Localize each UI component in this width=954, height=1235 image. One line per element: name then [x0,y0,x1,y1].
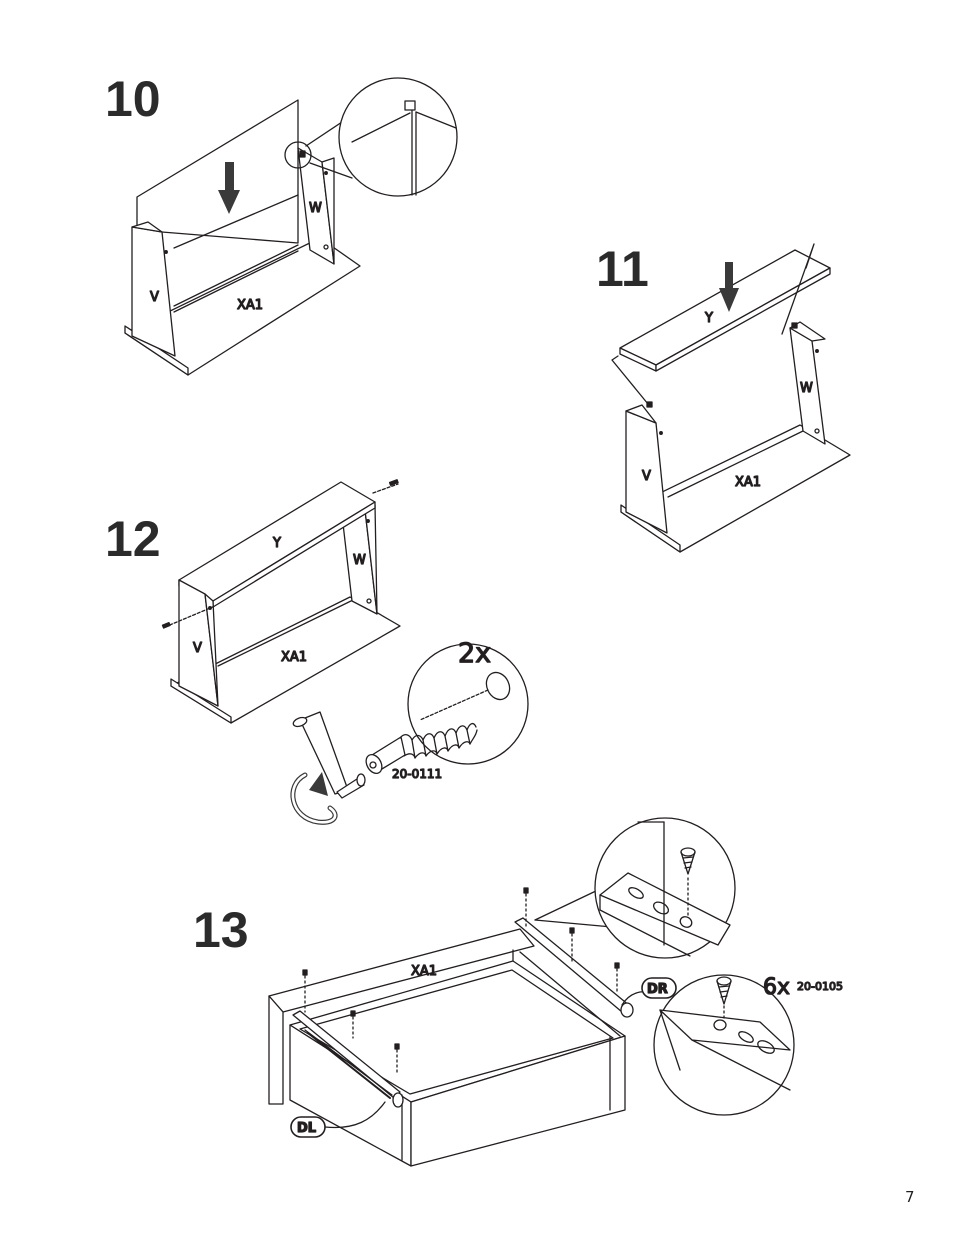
step-12-illustration [161,479,529,825]
step-12-label-v: V [193,641,202,656]
step-13-part-number: 20-0105 [797,980,843,993]
step-13-quantity: 6x [763,975,790,1000]
step-12-label-y: Y [272,536,281,551]
step-number-11: 11 [596,241,649,297]
step-10-illustration [124,77,458,376]
step-10-label-xa1: XA1 [237,298,263,313]
step-12-part-number: 20-0111 [392,767,442,781]
step-number-12: 12 [105,511,161,567]
step-13-label-xa1: XA1 [411,964,437,979]
step-11-illustration [611,243,851,553]
page-number: 7 [905,1188,915,1206]
step-12-label-w: W [353,553,366,568]
step-13-label-dl: DL [297,1121,316,1136]
step-13-illustration [268,817,795,1167]
step-11-label-xa1: XA1 [735,475,761,490]
step-number-10: 10 [105,71,161,127]
step-12-label-xa1: XA1 [281,650,307,665]
step-12-quantity: 2x [458,638,491,669]
step-number-13: 13 [193,902,249,958]
step-10-label-w: W [309,201,322,216]
step-11-label-w: W [800,381,813,396]
step-10-label-v: V [150,290,159,305]
step-11-label-v: V [642,469,651,484]
step-13-label-dr: DR [647,982,668,997]
step-11-label-y: Y [704,311,713,326]
